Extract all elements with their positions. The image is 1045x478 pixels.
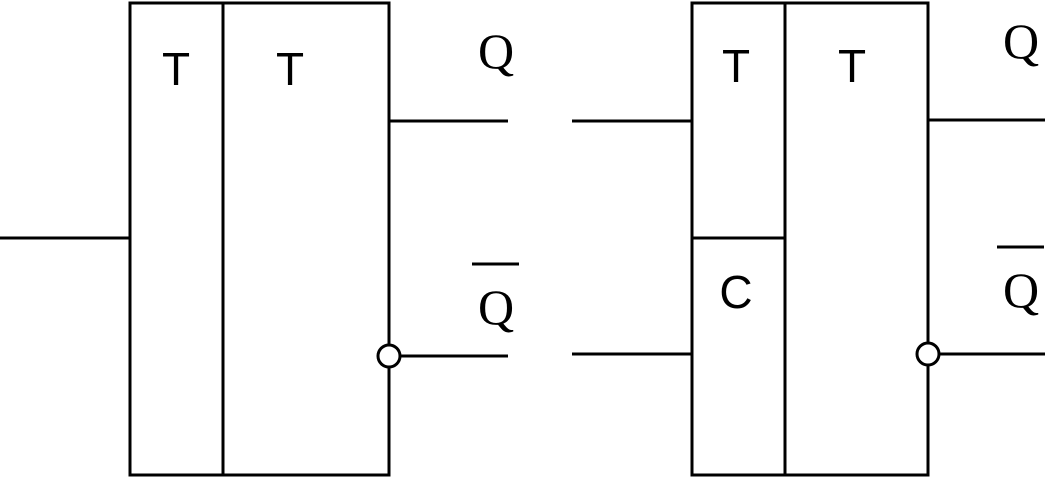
- left-trigger-body: [128, 1, 391, 477]
- right-t-input-label: T: [722, 40, 750, 92]
- right-function-label: T: [838, 40, 866, 92]
- right-q-label: Q: [1003, 13, 1039, 69]
- right-q-bar-label: Q: [1003, 262, 1039, 318]
- left-q-bar-label: Q: [478, 279, 514, 335]
- left-inversion-bubble: [376, 343, 402, 369]
- right-c-input-label: C: [719, 266, 752, 318]
- left-q-label: Q: [478, 23, 514, 79]
- right-inversion-bubble: [915, 341, 941, 367]
- left-function-label: T: [276, 43, 304, 95]
- left-input-label: T: [162, 43, 190, 95]
